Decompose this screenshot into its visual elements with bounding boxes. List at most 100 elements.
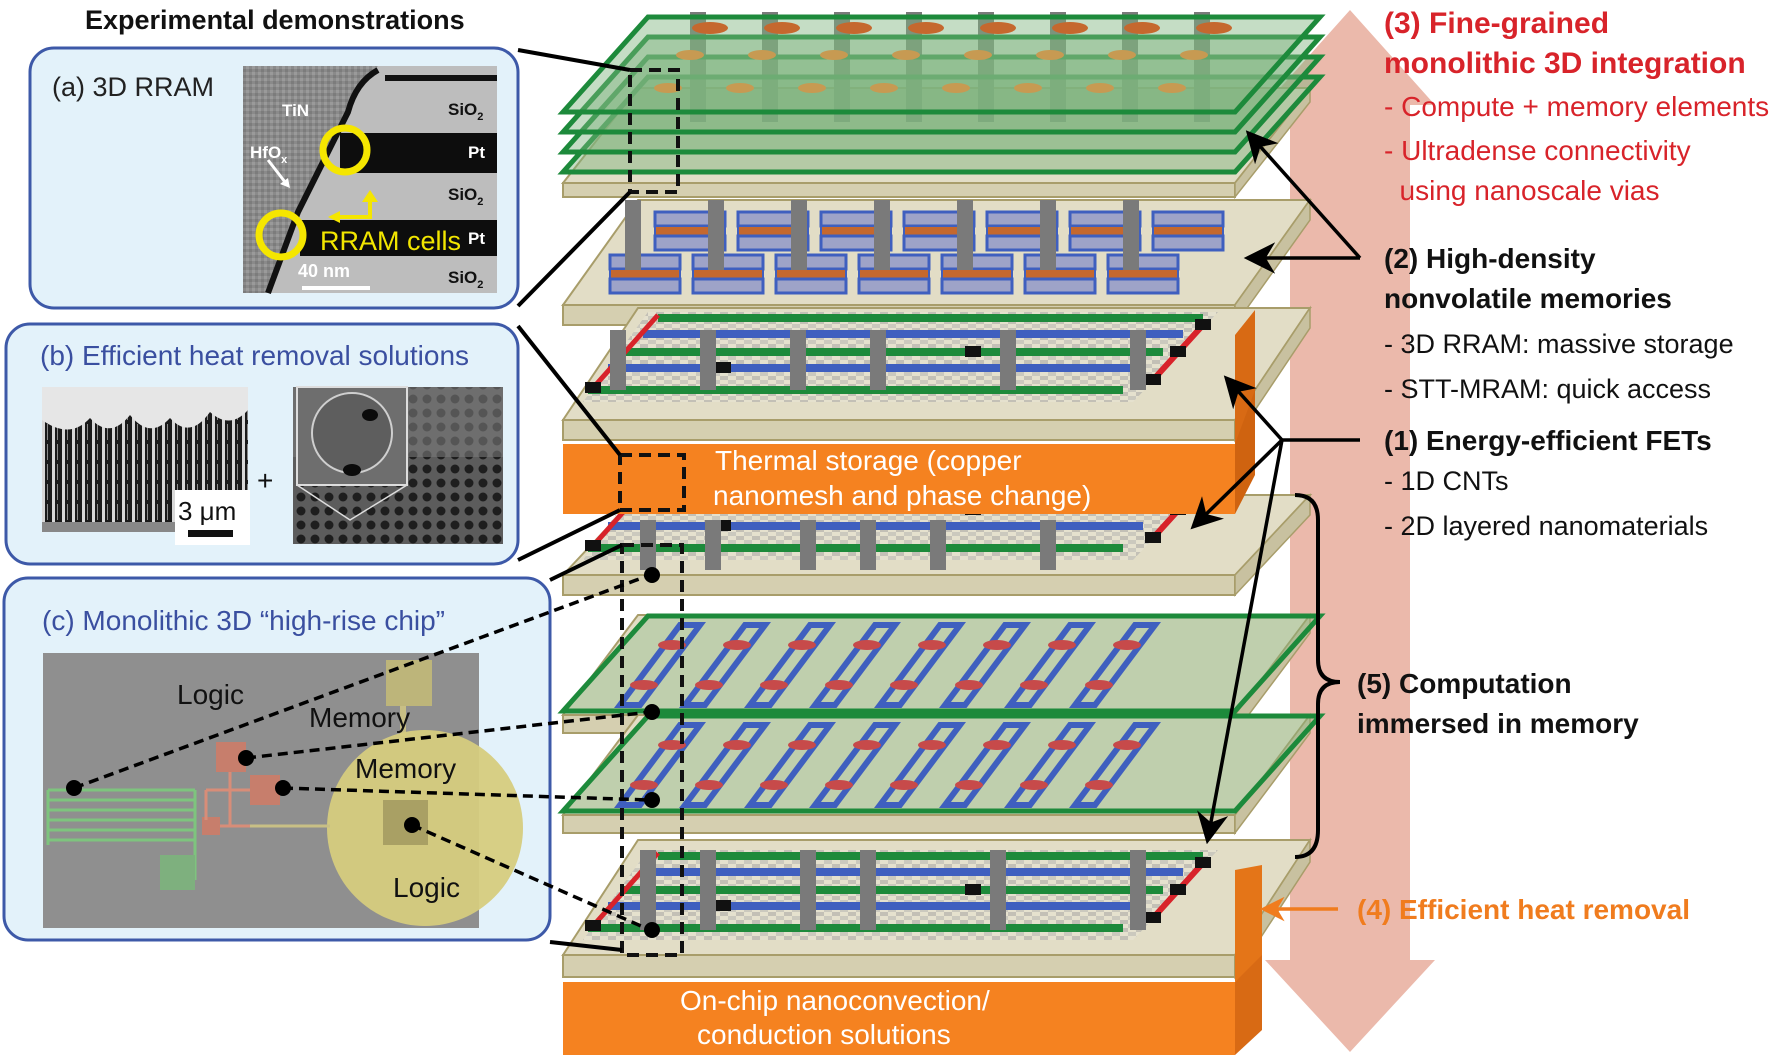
rram-cell: [723, 640, 751, 650]
contact-pad: [585, 540, 601, 551]
rram-cell-circle-lower: [255, 209, 307, 261]
rram-cell: [630, 780, 658, 790]
rram-cell: [1113, 740, 1141, 750]
nanoconvection-block: [563, 982, 1235, 1055]
item2-bullet-1: - 3D RRAM: massive storage: [1384, 329, 1734, 359]
panel-connectors: [516, 48, 632, 952]
nanoscale-via-mid: [1036, 50, 1064, 60]
memory-cell-layer: [857, 277, 931, 295]
memory-cell-layer: [857, 253, 931, 271]
annotation-item3: (3) Fine-grained monolithic 3D integrati…: [1384, 7, 1769, 206]
nanoscale-via-mid: [820, 50, 848, 60]
chip-zoom-box: [620, 543, 684, 957]
thermal-storage-layer: Thermal storage (copper nanomesh and pha…: [563, 310, 1255, 514]
fet-substrate-upper-front: [562, 419, 1236, 441]
item3-title-line-2: monolithic 3D integration: [1384, 47, 1746, 80]
logic-comb: [46, 788, 197, 880]
rram-crossbar-line: [874, 622, 966, 708]
panel-a-title: (a) 3D RRAM: [52, 72, 214, 102]
item2-title-line-2: nonvolatile memories: [1384, 283, 1672, 314]
nanoscale-via-top: [836, 22, 872, 34]
contact-pad: [965, 884, 981, 895]
tem-label-sio2-bottom: SiO2: [448, 268, 483, 291]
tem-scale-label: 40 nm: [298, 261, 350, 281]
rram-crossbar-line: [614, 722, 706, 808]
rram-crossbar-line: [744, 722, 836, 808]
via-pillar: [957, 200, 973, 270]
via-pillar: [708, 200, 724, 270]
memory-cell-layer: [608, 253, 682, 271]
nanoconvection-line-1: On-chip nanoconvection/: [680, 985, 990, 1016]
tem-scale-bar: [302, 286, 370, 290]
item1-title: (1) Energy-efficient FETs: [1384, 425, 1712, 456]
rram-cell: [788, 740, 816, 750]
fet-substrate-middle-front: [562, 574, 1236, 596]
rram-cell: [1048, 640, 1076, 650]
item3-bullet-2: - Ultradense connectivity: [1384, 135, 1691, 166]
contact-pad: [715, 900, 731, 911]
nanoscale-via-low: [726, 83, 754, 93]
rram-cell: [955, 680, 983, 690]
item3-title-line-1: (3) Fine-grained: [1384, 7, 1609, 40]
nanowire-sem-image: 3 μm: [42, 387, 250, 545]
tem-label-hfox: HfOx: [250, 143, 288, 166]
memory-cell-layer: [1151, 234, 1225, 252]
nanoscale-via-top: [1052, 22, 1088, 34]
contact-pad: [1145, 912, 1161, 923]
via-pillar: [705, 520, 721, 570]
rram-cell: [1020, 780, 1048, 790]
rram-crossbar-line: [939, 722, 1031, 808]
item4-title: (4) Efficient heat removal: [1357, 894, 1690, 925]
via-pillar: [1000, 330, 1016, 390]
item5-title-line-2: immersed in memory: [1357, 708, 1639, 739]
memory-cell-layer: [774, 277, 848, 295]
crossbar-substrate-front: [562, 814, 1236, 834]
rram-crossbar-line: [1004, 722, 1096, 808]
memory-cell-layer: [902, 234, 976, 252]
annotation-item1: (1) Energy-efficient FETs - 1D CNTs - 2D…: [1384, 425, 1712, 541]
via-pillar: [1040, 200, 1056, 270]
rram-crossbar-line: [614, 622, 706, 708]
nanoscale-via-top: [980, 22, 1016, 34]
chip-label-memory-top: Memory: [309, 702, 410, 733]
rram-crossbar-line: [1004, 622, 1096, 708]
via-pillar: [1040, 520, 1056, 570]
nanoscale-via-mid: [1108, 50, 1136, 60]
memory-cell-layer: [653, 234, 727, 252]
via-pillar: [1130, 330, 1146, 390]
rram-cell: [825, 680, 853, 690]
nanoscale-via-top: [1196, 22, 1232, 34]
rram-cell: [1085, 780, 1113, 790]
rram-cell: [1113, 640, 1141, 650]
rram-crossbar-line: [1069, 622, 1161, 708]
rram-cell: [630, 680, 658, 690]
memory-cell-layer: [691, 277, 765, 295]
via-pillar: [1130, 850, 1146, 930]
contact-pad: [715, 362, 731, 373]
tem-label-pt-bottom: Pt: [468, 229, 485, 248]
rram-cell: [1085, 680, 1113, 690]
rram-tem-image: TiN HfOx SiO2 Pt SiO2 Pt SiO2 RRAM cells…: [243, 66, 497, 295]
chip-label-logic-top: Logic: [177, 679, 244, 710]
nanoscale-via-top: [1124, 22, 1160, 34]
panel-b-title: (b) Efficient heat removal solutions: [40, 340, 469, 371]
via-pillar: [610, 330, 626, 390]
green-interconnect-plate: [557, 74, 1326, 175]
rram-crossbar-line: [679, 722, 771, 808]
annotation-item5: (5) Computation immersed in memory: [1357, 668, 1639, 739]
thermal-storage-block: [563, 444, 1235, 514]
contact-pad: [1145, 374, 1161, 385]
rram-crossbar-line: [1069, 722, 1161, 808]
contact-pad: [1170, 884, 1186, 895]
nanoscale-via-top: [692, 22, 728, 34]
memory-cell-layer: [736, 234, 810, 252]
via-pillar: [930, 520, 946, 570]
rram-cell: [983, 640, 1011, 650]
nanoscale-via-mid: [1180, 50, 1208, 60]
rram-crossbar-line: [679, 622, 771, 708]
via-pillar: [625, 200, 641, 270]
plus-sign: +: [257, 465, 273, 496]
nanoconvection-line-2: conduction solutions: [697, 1019, 951, 1050]
fet-substrate-middle-side: [1234, 493, 1311, 597]
